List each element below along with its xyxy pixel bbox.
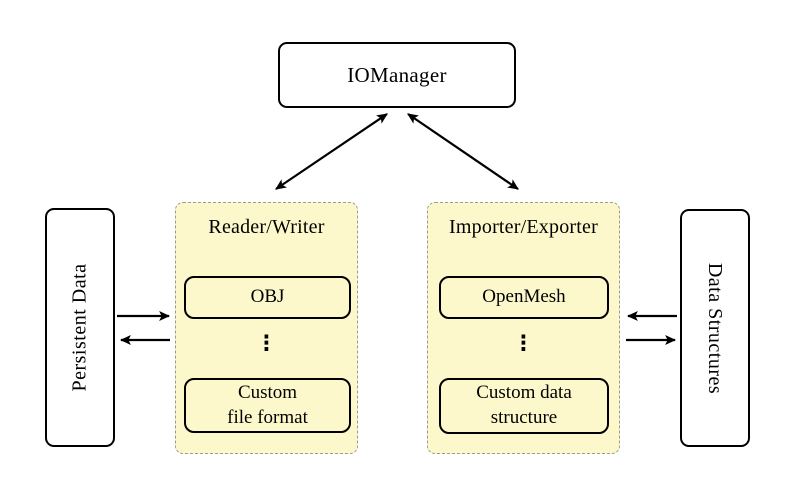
custom-data-structure-node: Custom data structure — [439, 378, 609, 434]
obj-node: OBJ — [184, 276, 351, 319]
custom-file-format-node: Custom file format — [184, 378, 351, 433]
importer-exporter-ellipsis: ⋮ — [513, 331, 534, 355]
openmesh-node: OpenMesh — [439, 276, 609, 319]
iomanager-label: IOManager — [347, 62, 447, 87]
iomanager-node: IOManager — [278, 42, 516, 108]
arrow-iomanager-importerexporter — [407, 113, 519, 190]
importer-exporter-title: Importer/Exporter — [449, 216, 598, 238]
arrow-iomanager-readerwriter — [275, 113, 388, 190]
importer-exporter-panel: Importer/Exporter OpenMesh ⋮ Custom data… — [427, 202, 620, 454]
data-structures-node: Data Structures — [680, 209, 750, 447]
persistent-data-node: Persistent Data — [45, 208, 115, 447]
data-structures-label: Data Structures — [704, 262, 727, 394]
reader-writer-panel: Reader/Writer OBJ ⋮ Custom file format — [175, 202, 358, 454]
persistent-data-label: Persistent Data — [68, 263, 91, 392]
reader-writer-ellipsis: ⋮ — [256, 331, 277, 355]
reader-writer-title: Reader/Writer — [208, 216, 325, 238]
